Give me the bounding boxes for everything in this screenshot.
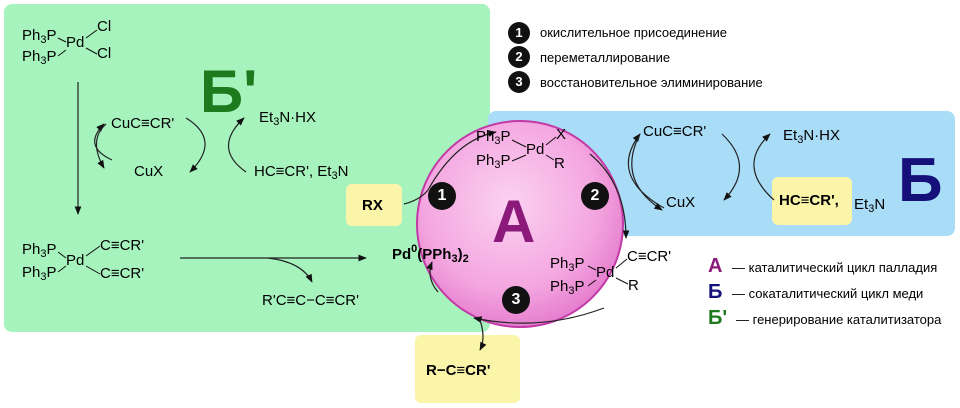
alkyne-base-green: HC≡CR', Et3N [254, 163, 349, 182]
copper-acetylide-blue: CuC≡CR' [643, 123, 707, 140]
ph3p-diacetylide-upper: Ph3P [22, 241, 57, 260]
legend-a-text: — каталитический цикл палладия [732, 260, 938, 275]
legend-a-letter: А [708, 255, 723, 277]
copper-activation-panel [4, 4, 490, 332]
ph3p-oa-upper: Ph3P [476, 128, 511, 147]
triethylamine: Et3N [854, 196, 886, 215]
diyne-product: R'C≡C−C≡CR' [262, 292, 359, 309]
step-3-label: восстановительное элиминирование [540, 75, 763, 90]
cux-blue: CuX [666, 194, 696, 211]
pd-diacetylide: Pd [66, 252, 85, 269]
ph3p-oa-lower: Ph3P [476, 152, 511, 171]
pd-tm: Pd [596, 264, 615, 281]
step-3-badge: 3 [508, 71, 530, 93]
terminal-alkyne: HC≡CR', [779, 192, 839, 209]
ph3p-upper-left: Ph3P [22, 27, 57, 46]
et3n-hx-blue: Et3N·HX [783, 127, 840, 146]
pd-oa: Pd [526, 141, 545, 158]
r-ligand-tm: R [628, 277, 639, 294]
cl-upper: Cl [97, 18, 112, 35]
cycle-step-1-badge: 1 [428, 182, 456, 210]
x-ligand: X [556, 126, 567, 143]
et3n-hx-green: Et3N·HX [259, 109, 316, 128]
step-1-label: окислительное присоединение [540, 25, 728, 40]
aryl-halide-rx: RX [362, 197, 383, 214]
cycle-step-2-badge: 2 [581, 182, 609, 210]
ph3p-diacetylide-lower: Ph3P [22, 264, 57, 283]
cycle-step-3-badge: 3 [502, 286, 530, 314]
pd0-catalyst: Pd0(PPh3)2 [392, 243, 469, 265]
legend-b-prime-letter: Б' [708, 307, 728, 329]
acetylide-lower: C≡CR' [100, 265, 145, 282]
cux-green: CuX [134, 163, 164, 180]
acetylide-upper: C≡CR' [100, 237, 145, 254]
product-highlight [415, 335, 520, 403]
rx-highlight [346, 184, 402, 226]
cycle-a-label: А [492, 188, 536, 255]
ph3p-tm-upper: Ph3P [550, 255, 585, 274]
legend-b-text: — сокаталитический цикл меди [732, 286, 924, 301]
cycle-b-label: Б [898, 146, 943, 215]
pd-dichloride: Pd [66, 34, 85, 51]
r-ligand-oa: R [554, 155, 565, 172]
legend-b-prime-text: — генерирование каталитизатора [736, 312, 942, 327]
copper-acetylide-green: CuC≡CR' [111, 115, 175, 132]
legend-b-letter: Б [708, 281, 723, 303]
ph3p-tm-lower: Ph3P [550, 278, 585, 297]
alkyne-highlight [772, 177, 852, 225]
cl-lower: Cl [97, 45, 112, 62]
cycle-b-prime-label: Б' [200, 58, 258, 125]
ph3p-lower-left: Ph3P [22, 48, 57, 67]
step-1-badge: 1 [508, 22, 530, 44]
acetylide-tm: C≡CR' [627, 248, 672, 265]
coupling-product: R−C≡CR' [426, 362, 491, 379]
step-2-badge: 2 [508, 46, 530, 68]
step-2-label: переметаллирование [540, 50, 671, 65]
